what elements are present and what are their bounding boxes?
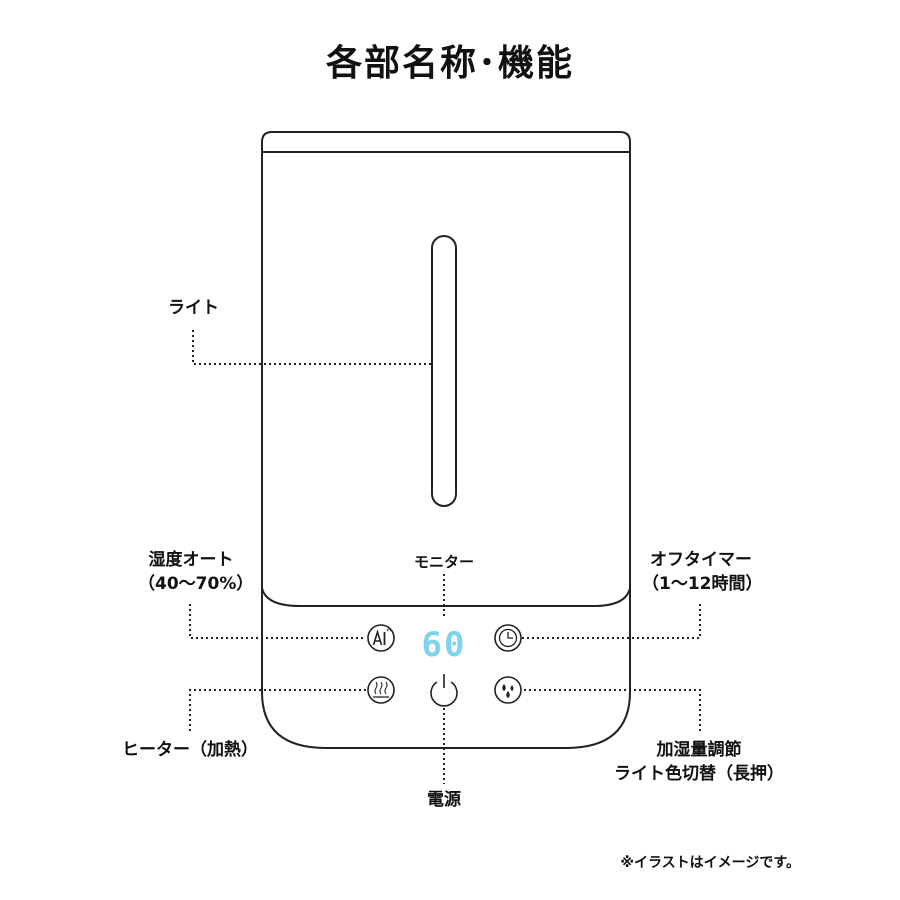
- label-off-timer: オフタイマー （1～12時間）: [642, 548, 763, 596]
- top-cap-outline: [261, 131, 631, 152]
- label-off-timer-line2: （1～12時間）: [642, 574, 763, 594]
- heat-waves-icon: [367, 676, 395, 704]
- label-heater: ヒーター（加熱）: [122, 740, 258, 760]
- label-humidity-auto-line1: 湿度オート: [148, 550, 234, 570]
- label-mist-adjust-line1: 加湿量調節: [656, 740, 742, 760]
- leader-off-timer: [522, 604, 701, 639]
- disclaimer-note: ※イラストはイメージです。: [620, 855, 800, 871]
- page-title: 各部名称･機能: [325, 43, 574, 84]
- label-humidity-auto-line2: （40～70%）: [138, 574, 254, 594]
- label-power: 電源: [427, 790, 461, 810]
- label-mist-adjust: 加湿量調節 ライト色切替（長押）: [606, 738, 792, 786]
- light-slit: [431, 235, 457, 507]
- body-outline: [261, 151, 631, 749]
- ai-auto-icon: [367, 624, 395, 652]
- base-separator: [261, 587, 631, 607]
- water-drops-icon: [494, 676, 522, 704]
- label-monitor: モニター: [413, 553, 474, 571]
- leader-light: [192, 330, 432, 365]
- monitor-display: 60: [422, 625, 467, 665]
- label-mist-adjust-line2: ライト色切替（長押）: [614, 764, 784, 784]
- leader-mist-adjust: [524, 689, 701, 734]
- label-humidity-auto: 湿度オート （40～70%）: [138, 548, 254, 596]
- leader-heater: [189, 689, 366, 734]
- clock-icon: [494, 624, 522, 652]
- label-off-timer-line1: オフタイマー: [650, 550, 752, 570]
- leader-humidity-auto: [189, 604, 366, 639]
- power-icon: [430, 674, 458, 707]
- label-light: ライト: [168, 298, 219, 318]
